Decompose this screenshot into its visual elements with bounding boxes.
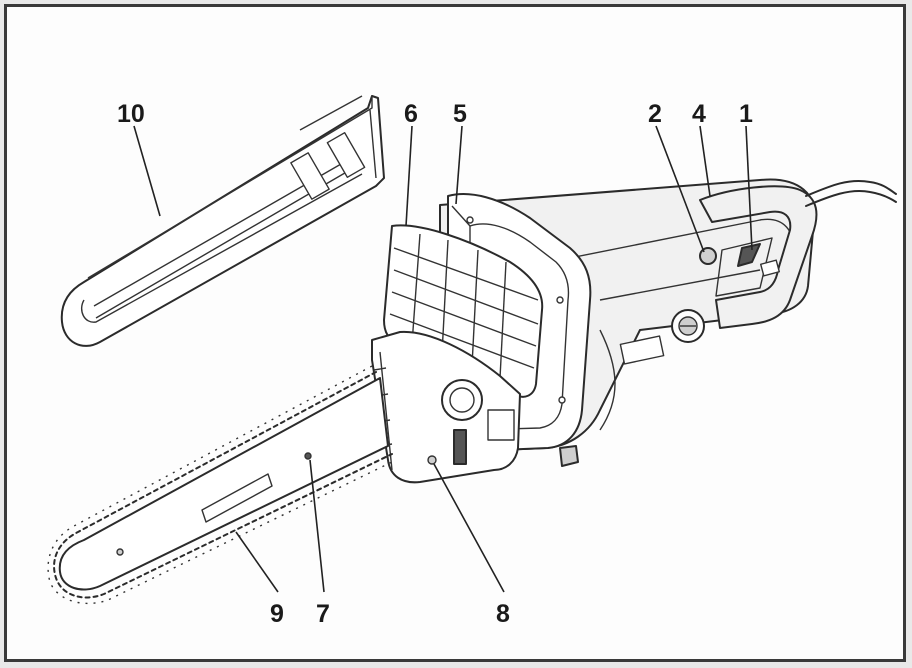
leader-7: [309, 459, 325, 593]
oil-tank-cap: [671, 309, 705, 343]
leader-lines: [133, 125, 753, 593]
leader-2: [655, 125, 705, 253]
leader-8: [235, 531, 279, 593]
callout-2: 2: [648, 100, 662, 128]
leader-10: [133, 125, 161, 217]
saw-chain: [47, 365, 397, 605]
leader-4: [699, 125, 711, 197]
callout-1: 1: [739, 100, 753, 128]
leader-5: [455, 125, 463, 205]
callout-7: 7: [316, 600, 330, 628]
lock-off-button: [699, 247, 717, 265]
callout-5: 5: [453, 100, 467, 128]
guide-bar: [58, 377, 389, 591]
rear-handle: [699, 185, 818, 329]
callout-4: 4: [692, 100, 706, 128]
leader-1: [745, 125, 753, 251]
chain-guard-cover: [60, 95, 385, 347]
callout-6: 6: [404, 100, 418, 128]
leader-6: [405, 125, 413, 227]
housing-foot: [559, 445, 579, 467]
callout-labels: 10 6 5 2 4 1 9 7 8: [117, 100, 753, 628]
trigger-switch: [737, 243, 761, 267]
callout-8: 9: [270, 600, 284, 628]
power-cord: [805, 180, 897, 197]
callout-9: 8: [496, 600, 510, 628]
callout-10: 10: [117, 100, 145, 128]
leader-9: [433, 463, 505, 593]
